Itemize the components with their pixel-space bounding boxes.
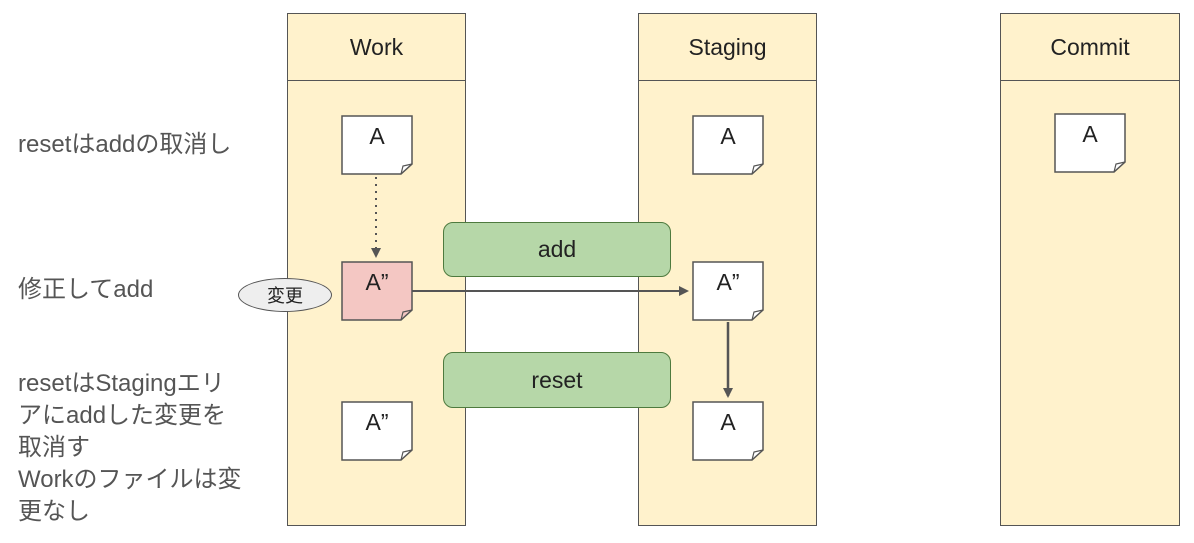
description-line: 修正してadd xyxy=(18,276,154,303)
note-shape xyxy=(1054,113,1126,173)
note-label: A” xyxy=(716,269,740,295)
work-column-header: Work xyxy=(288,14,465,81)
note-staging-row2: A” xyxy=(692,261,764,321)
description-line: アにaddした変更を xyxy=(18,402,227,429)
commit-column-header: Commit xyxy=(1001,14,1179,81)
note-label: A xyxy=(720,409,736,435)
staging-column-header: Staging xyxy=(639,14,816,81)
note-commit-row1: A xyxy=(1054,113,1126,173)
reset-action-button[interactable]: reset xyxy=(443,352,671,408)
note-shape xyxy=(341,261,413,321)
note-shape xyxy=(692,261,764,321)
description-line: resetはStagingエリ xyxy=(18,370,225,397)
note-label: A xyxy=(720,123,736,149)
description-line: Workのファイルは変 xyxy=(18,466,242,493)
description-row1: resetはaddの取消し xyxy=(18,129,231,161)
note-work-row3: A” xyxy=(341,401,413,461)
note-shape xyxy=(692,115,764,175)
change-badge: 変更 xyxy=(238,278,332,312)
note-staging-row1: A xyxy=(692,115,764,175)
description-line: resetはaddの取消し xyxy=(18,131,232,158)
note-staging-row3: A xyxy=(692,401,764,461)
note-label: A” xyxy=(365,409,389,435)
note-label: A” xyxy=(365,269,389,295)
description-row2: 修正してadd xyxy=(18,274,153,306)
description-line: 取消す xyxy=(18,434,90,461)
note-shape xyxy=(341,401,413,461)
note-work-row1: A xyxy=(341,115,413,175)
note-shape xyxy=(692,401,764,461)
note-label: A xyxy=(1082,121,1098,147)
note-shape xyxy=(341,115,413,175)
note-label: A xyxy=(369,123,385,149)
description-line: 更なし xyxy=(18,498,90,525)
description-row3: resetはStagingエリ アにaddした変更を 取消す Workのファイル… xyxy=(18,368,242,528)
add-action-button[interactable]: add xyxy=(443,222,671,277)
commit-column: Commit xyxy=(1000,13,1180,526)
note-work-row2-modified: A” xyxy=(341,261,413,321)
